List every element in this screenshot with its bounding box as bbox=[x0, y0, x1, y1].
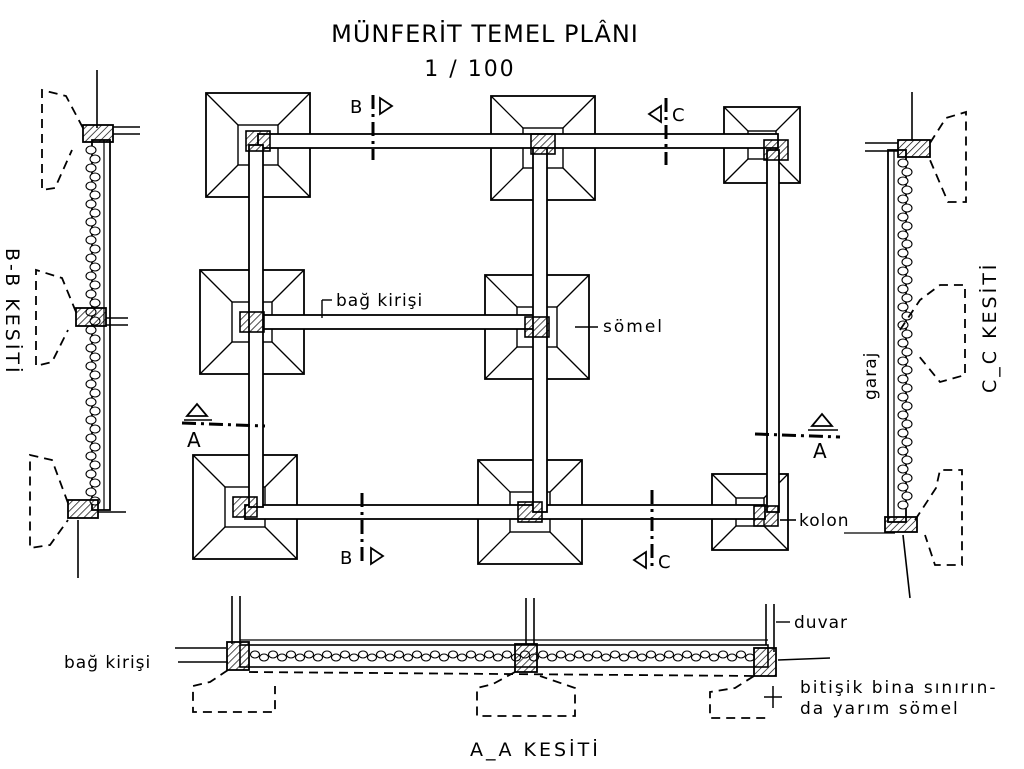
label-duvar: duvar bbox=[794, 613, 848, 633]
svg-text:B: B bbox=[350, 97, 362, 118]
plan-view: bağ kirişi sömel kolon B B C C bbox=[181, 92, 895, 573]
column bbox=[239, 311, 265, 333]
label-bag-kirisi-section: bağ kirişi bbox=[64, 653, 151, 673]
section-bb-title: B-B KESİTİ bbox=[1, 248, 24, 376]
label-somel: sömel bbox=[603, 317, 664, 337]
svg-text:B: B bbox=[340, 548, 352, 569]
column bbox=[763, 139, 789, 161]
section-aa: bağ kirişi duvar bitişik bina sınırın- d… bbox=[64, 596, 998, 761]
stone-infill bbox=[897, 158, 913, 510]
section-cc-title: C_C KESİTİ bbox=[978, 262, 1001, 393]
column bbox=[530, 133, 556, 155]
svg-text:A: A bbox=[187, 428, 201, 452]
section-mark-b-bottom: B bbox=[340, 493, 385, 569]
section-mark-b-top: B bbox=[350, 95, 394, 160]
stone-infill bbox=[85, 145, 101, 506]
column bbox=[245, 130, 271, 152]
svg-text:A: A bbox=[813, 439, 827, 463]
section-mark-a-right: A bbox=[754, 412, 841, 463]
label-kolon: kolon bbox=[799, 511, 850, 531]
plan-scale: 1 / 100 bbox=[424, 57, 515, 82]
section-mark-c-top: C bbox=[647, 98, 685, 165]
column bbox=[524, 316, 550, 338]
label-bag-kirisi: bağ kirişi bbox=[336, 291, 423, 311]
stone-infill bbox=[249, 650, 756, 662]
column bbox=[753, 505, 779, 527]
label-note-line1: bitişik bina sınırın- bbox=[800, 678, 998, 698]
column bbox=[232, 496, 258, 518]
section-cc: garaj C_C KESİTİ bbox=[861, 92, 1001, 599]
plan-title: MÜNFERİT TEMEL PLÂNI bbox=[331, 19, 639, 48]
svg-text:C: C bbox=[658, 552, 671, 573]
label-garaj: garaj bbox=[861, 352, 881, 400]
label-note-line2: da yarım sömel bbox=[800, 699, 960, 719]
svg-text:C: C bbox=[672, 105, 685, 126]
column bbox=[517, 501, 543, 523]
section-aa-title: A_A KESİTİ bbox=[470, 738, 601, 761]
section-bb: B-B KESİTİ bbox=[1, 70, 140, 578]
section-mark-a-left: A bbox=[181, 402, 266, 452]
section-mark-c-bottom: C bbox=[632, 490, 671, 573]
